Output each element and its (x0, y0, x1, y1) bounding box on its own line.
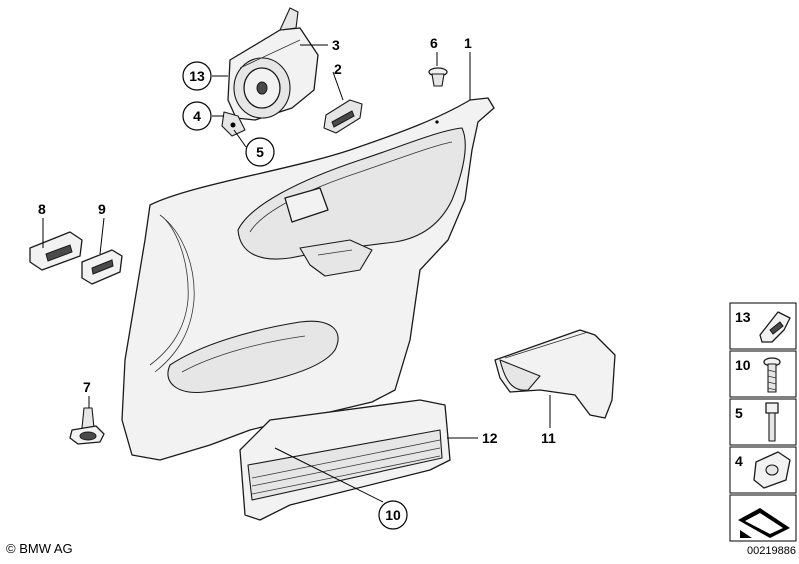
copyright-text: © BMW AG (6, 541, 73, 556)
nut-icon (753, 451, 791, 489)
callout-circle-5 (245, 137, 275, 167)
expanding-rivet[interactable] (428, 67, 448, 87)
bolt-icon (765, 402, 779, 442)
callout-2: 2 (334, 61, 342, 77)
callout-3: 3 (332, 37, 340, 53)
callout-circle-10 (378, 500, 408, 530)
callout-6: 6 (430, 35, 438, 51)
armrest[interactable] (494, 329, 616, 419)
leader-lines (42, 44, 551, 503)
map-pocket[interactable] (239, 399, 451, 521)
legend-label-13: 13 (735, 309, 751, 325)
callout-10: 10 (385, 507, 401, 523)
speaker-assembly[interactable] (221, 7, 319, 137)
diagram-id: 00219886 (747, 545, 796, 557)
legend-label-5: 5 (735, 405, 743, 421)
door-trim-panel[interactable] (121, 97, 495, 461)
trim-cover[interactable] (323, 99, 363, 134)
callout-9: 9 (98, 201, 106, 217)
callout-11: 11 (541, 430, 556, 446)
callout-circle-4 (182, 101, 212, 131)
callout-7: 7 (83, 379, 91, 395)
clip-8[interactable] (29, 231, 83, 271)
callout-4: 4 (193, 108, 201, 124)
callout-8: 8 (38, 201, 46, 217)
callout-circle-13 (182, 61, 212, 91)
direction-arrow-icon (738, 508, 790, 538)
legend-box-10 (729, 350, 797, 398)
callouts: 1 2 3 6 8 9 7 12 11 13 4 5 10 (38, 35, 556, 530)
legend-box-5 (729, 398, 797, 446)
clip-9[interactable] (81, 249, 123, 285)
callout-5: 5 (256, 144, 264, 160)
clip-icon (759, 311, 791, 343)
legend-label-4: 4 (735, 453, 743, 469)
legend-label-10: 10 (735, 357, 751, 373)
legend-panel: 13 10 5 4 (729, 302, 797, 542)
callout-1: 1 (464, 35, 472, 51)
screw-icon (763, 357, 781, 393)
callout-12: 12 (482, 430, 498, 446)
callout-13: 13 (189, 68, 205, 84)
push-pin[interactable] (69, 407, 105, 445)
